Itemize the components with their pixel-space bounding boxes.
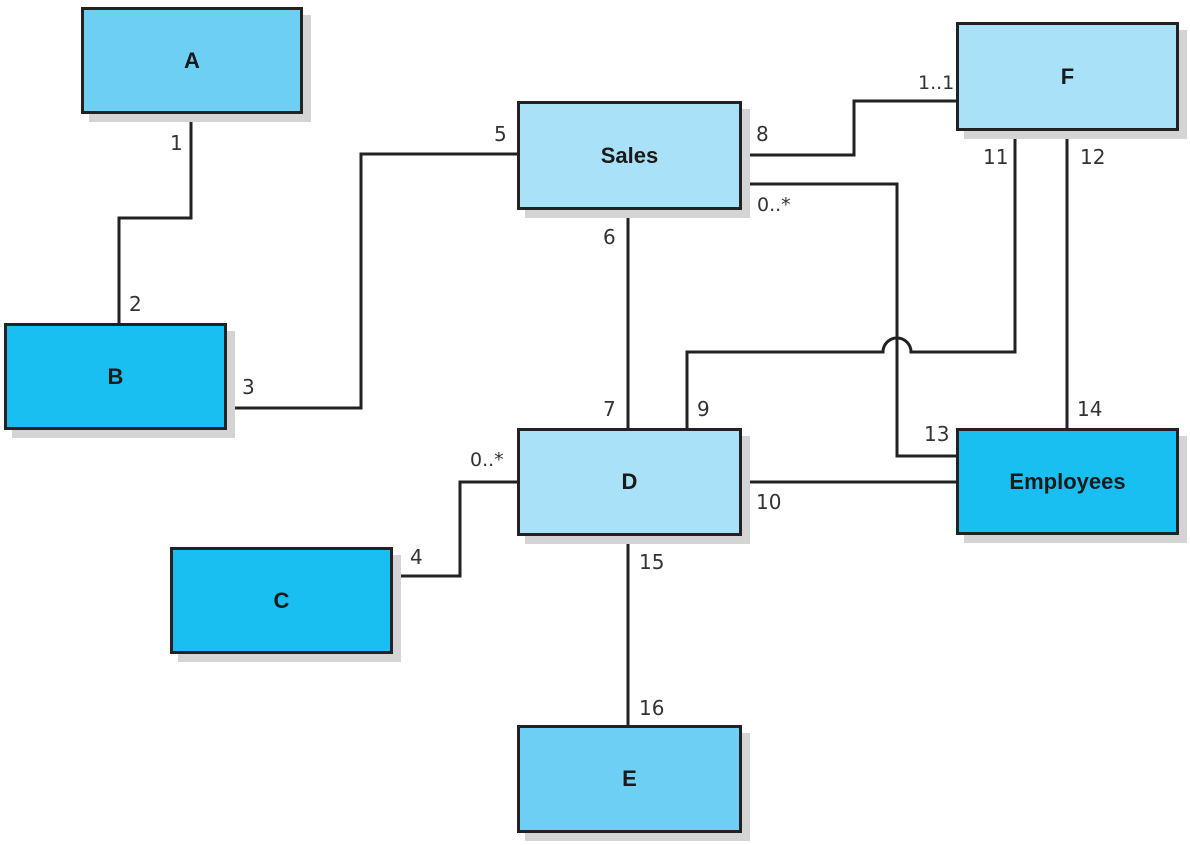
multiplicity-d-zero-many: 0..* — [470, 449, 504, 471]
entity-c-label: C — [273, 587, 290, 613]
entity-sales[interactable]: Sales — [517, 101, 742, 210]
connector-label-7: 7 — [603, 397, 616, 421]
entity-a[interactable]: A — [81, 7, 303, 114]
entity-employees[interactable]: Employees — [956, 428, 1179, 535]
connector-label-5: 5 — [494, 122, 507, 146]
entity-b[interactable]: B — [4, 323, 227, 430]
connector-label-4: 4 — [410, 545, 423, 569]
multiplicity-sales-zero-many: 0..* — [757, 194, 791, 216]
entity-d-label: D — [621, 469, 638, 494]
connector-label-16: 16 — [639, 696, 665, 720]
multiplicity-f-one-one: 1..1 — [918, 72, 955, 94]
entity-e[interactable]: E — [517, 725, 742, 833]
connector-label-14: 14 — [1077, 397, 1103, 421]
connector-d-f — [685, 130, 1017, 430]
connector-label-10: 10 — [756, 490, 782, 514]
connector-label-15: 15 — [639, 550, 665, 574]
connector-label-3: 3 — [242, 375, 255, 399]
connector-label-13: 13 — [924, 422, 950, 446]
entity-a-label: A — [184, 47, 200, 73]
entity-sales-label: Sales — [600, 142, 659, 168]
entity-b-label: B — [107, 363, 124, 389]
connector-label-1: 1 — [170, 131, 183, 155]
entity-e-label: E — [622, 766, 637, 791]
connector-b-sales — [226, 152, 519, 410]
connector-label-8: 8 — [756, 122, 769, 146]
entity-c[interactable]: C — [170, 547, 393, 654]
connector-sales-employees — [741, 182, 958, 458]
connector-label-2: 2 — [129, 292, 142, 316]
entity-f-label: F — [1060, 63, 1075, 89]
connector-label-6: 6 — [603, 225, 616, 249]
connector-label-12: 12 — [1080, 145, 1106, 169]
connector-c-d — [392, 480, 519, 578]
connector-label-11: 11 — [983, 145, 1009, 169]
connector-sales-f — [741, 99, 958, 157]
connector-a-b — [117, 113, 193, 325]
entity-employees-label: Employees — [1009, 468, 1126, 494]
entity-d[interactable]: D — [517, 428, 742, 536]
connector-label-9: 9 — [697, 397, 710, 421]
entity-f[interactable]: F — [956, 22, 1179, 131]
